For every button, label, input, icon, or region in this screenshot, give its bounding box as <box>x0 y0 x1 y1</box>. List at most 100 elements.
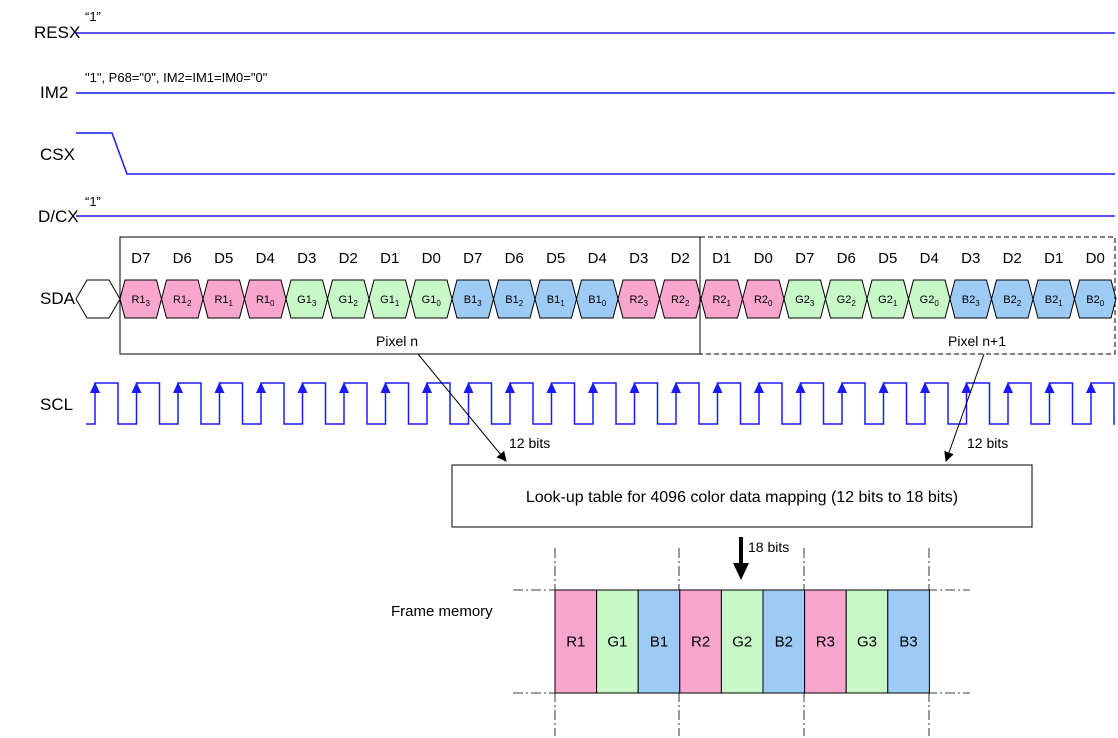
scl-rising-edge-arrow <box>214 382 225 393</box>
frame-memory-cell-label: R2 <box>691 634 710 651</box>
sda-cell-label: R21 <box>712 294 731 308</box>
bit-label: D5 <box>214 250 233 267</box>
dcx-label: D/CX <box>38 207 79 226</box>
csx-signal-line <box>76 132 1115 175</box>
sda-cell-label: G23 <box>795 294 815 308</box>
scl-rising-edge-arrow <box>671 382 681 393</box>
bit-label: D0 <box>754 250 773 267</box>
frame-memory-cell <box>887 589 930 694</box>
bits-18-arrowhead <box>733 563 749 580</box>
bit-label: D7 <box>131 250 150 267</box>
bit-label: D7 <box>795 250 814 267</box>
bits-12-right-label: 12 bits <box>967 435 1008 451</box>
sda-cell-label: G11 <box>380 294 400 308</box>
bit-label: D4 <box>588 250 607 267</box>
scl-rising-edge-arrow <box>1086 382 1096 393</box>
scl-rising-edge-arrow <box>629 382 640 393</box>
sda-cell-label: R20 <box>754 294 773 308</box>
scl-rising-edge-arrow <box>754 382 764 393</box>
scl-rising-edge-arrow <box>712 382 723 393</box>
sda-label: SDA <box>40 289 76 308</box>
sda-cell-label: B11 <box>547 294 565 308</box>
im2-label: IM2 <box>40 83 68 102</box>
scl-rising-edge-arrow <box>463 382 474 393</box>
bit-label: D3 <box>961 250 980 267</box>
bit-label: D1 <box>380 250 399 267</box>
scl-rising-edge-arrow <box>131 382 142 393</box>
frame-memory-cell <box>679 589 722 694</box>
scl-rising-edge-arrow <box>505 382 515 393</box>
scl-label: SCL <box>40 395 73 414</box>
pixel-n1-box <box>699 236 1116 355</box>
frame-memory-cell-label: B1 <box>650 634 668 651</box>
sda-cell-label: B13 <box>464 294 482 308</box>
sda-cell-label: B10 <box>588 294 606 308</box>
frame-memory-cell-label: G1 <box>607 634 627 651</box>
bits-18-label: 18 bits <box>748 539 789 555</box>
scl-rising-edge-arrow <box>256 382 266 393</box>
sda-cell-label: R13 <box>131 294 150 308</box>
pixel-n-box <box>119 236 701 355</box>
scl-rising-edge-arrow <box>837 382 847 393</box>
sda-cell-label: G22 <box>837 294 857 308</box>
sda-cell-label: B21 <box>1045 294 1063 308</box>
lut-box <box>451 464 1033 528</box>
bit-label: D2 <box>671 250 690 267</box>
sda-cell-label: R22 <box>671 294 690 308</box>
frame-memory-cell <box>596 589 639 694</box>
bit-label: D2 <box>339 250 358 267</box>
scl-rising-edge-arrow <box>588 382 598 393</box>
pixel-n-label: Pixel n <box>376 333 418 349</box>
scl-rising-edge-arrow <box>1003 382 1013 393</box>
csx-label: CSX <box>40 145 75 164</box>
scl-rising-edge-arrow <box>90 382 100 393</box>
sda-cell-label: G10 <box>422 294 442 308</box>
scl-rising-edge-arrow <box>297 382 308 393</box>
bit-label: D6 <box>505 250 524 267</box>
frame-memory-label: Frame memory <box>391 603 493 620</box>
frame-memory-cell-label: G3 <box>857 634 877 651</box>
sda-cell-label: B23 <box>962 294 980 308</box>
sda-cell-label: G12 <box>339 294 359 308</box>
lut-label: Look-up table for 4096 color data mappin… <box>526 489 958 506</box>
frame-memory-cell <box>720 589 764 694</box>
sda-cell-label: B12 <box>505 294 523 308</box>
dcx-note: “1” <box>85 194 101 209</box>
im2-note: "1", P68="0", IM2=IM1=IM0="0" <box>85 70 268 85</box>
scl-rising-edge-arrow <box>380 382 391 393</box>
bit-label: D6 <box>837 250 856 267</box>
frame-memory-cell <box>845 589 889 694</box>
bit-label: D4 <box>920 250 939 267</box>
frame-memory-cell-label: G2 <box>732 634 752 651</box>
sda-cell-label: R11 <box>214 294 233 308</box>
bit-label: D6 <box>173 250 192 267</box>
pixel-n1-label: Pixel n+1 <box>948 333 1006 349</box>
scl-rising-edge-arrow <box>339 382 349 393</box>
scl-rising-edge-arrow <box>1044 382 1055 393</box>
resx-label: RESX <box>34 23 80 42</box>
sda-cell-label: G20 <box>920 294 940 308</box>
scl-rising-edge-arrow <box>173 382 183 393</box>
sda-cell <box>1073 279 1117 319</box>
sda-cell-label: B22 <box>1003 294 1021 308</box>
sda-cell-label: G13 <box>297 294 317 308</box>
frame-memory-cell-label: R3 <box>816 634 835 651</box>
sda-cell-label: G21 <box>878 294 898 308</box>
scl-rising-edge-arrow <box>920 382 930 393</box>
pixel-n-arrow <box>417 353 507 462</box>
bit-label: D0 <box>422 250 441 267</box>
bit-label: D3 <box>297 250 316 267</box>
frame-memory-cell-label: R1 <box>566 634 585 651</box>
sda-idle-cell <box>75 279 121 319</box>
bit-label: D3 <box>629 250 648 267</box>
bit-label: D5 <box>546 250 565 267</box>
pixel-n1-arrow <box>944 353 985 462</box>
sda-cell-label: R12 <box>173 294 192 308</box>
scl-rising-edge-arrow <box>878 382 889 393</box>
frame-memory-cell <box>804 589 847 694</box>
scl-rising-edge-arrow <box>795 382 806 393</box>
